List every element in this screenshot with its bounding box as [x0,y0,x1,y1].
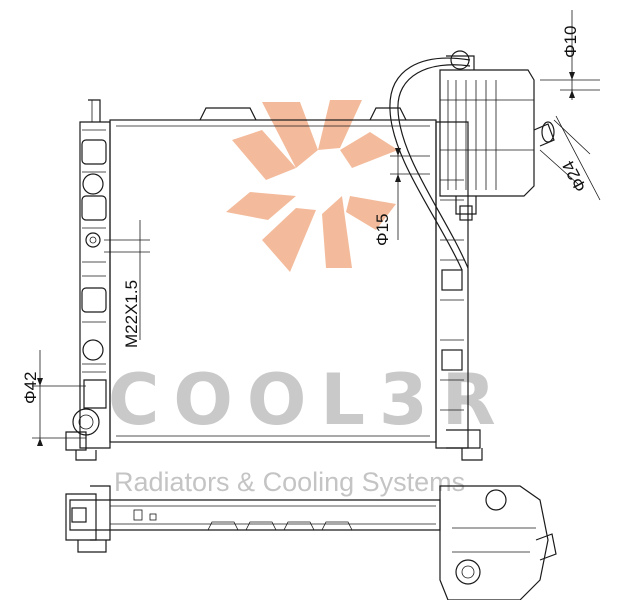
dim-label-phi10: Φ10 [561,26,580,58]
brand-watermark: COOL3R [108,359,510,441]
radiator-front-view [65,50,555,461]
lower-outlet-icon [72,408,100,436]
dim-label-phi15: Φ15 [373,214,392,246]
dimension-lines [32,10,601,446]
logo-pinwheel-icon [226,100,398,272]
dim-label-phi42: Φ42 [21,372,40,404]
expansion-tank [389,50,555,271]
dim-label-phi24: Φ24 [559,157,591,195]
drain-plug-icon [85,232,101,248]
dim-label-thread: M22X1.5 [122,280,141,348]
right-tank [435,121,483,461]
tank-cap-bottom-icon [455,559,481,585]
radiator-bottom-view [65,485,557,600]
hose-nipple-icon [541,121,555,143]
tagline-watermark: Radiators & Cooling Systems [114,467,465,497]
left-tank-boss-icon [82,173,104,195]
left-tank [65,99,111,461]
